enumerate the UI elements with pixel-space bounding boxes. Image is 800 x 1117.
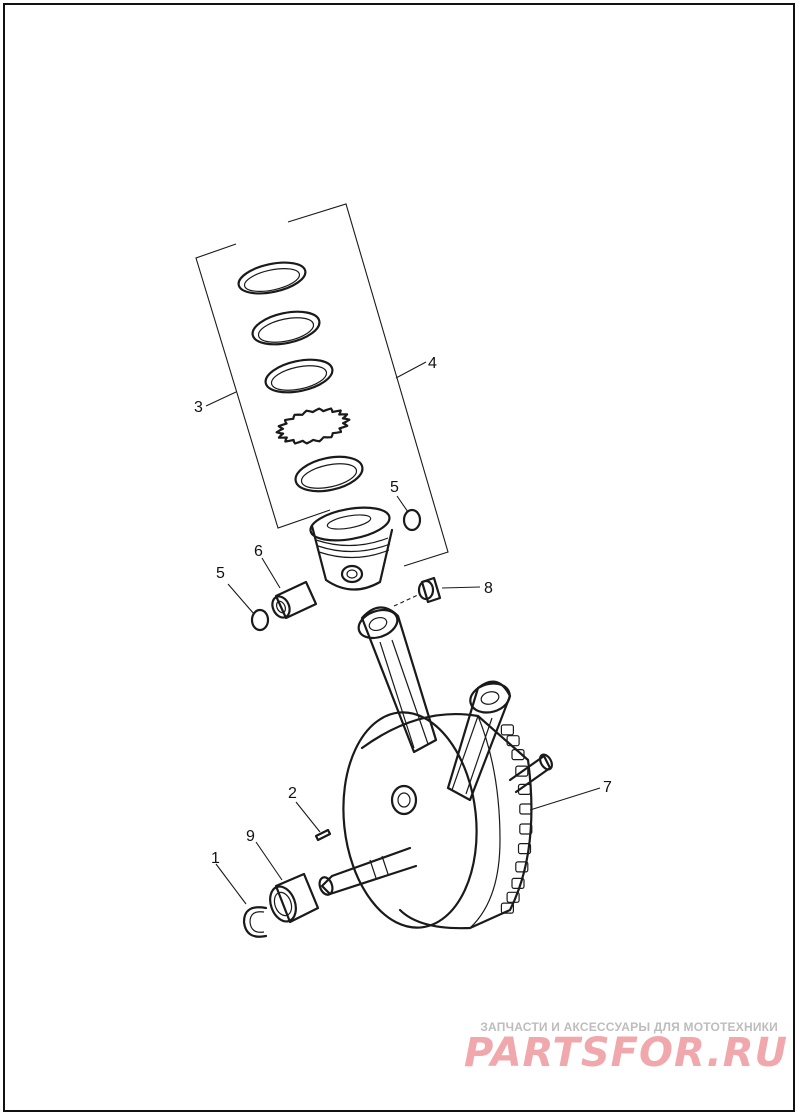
flywheel-fin	[519, 823, 533, 835]
piston-pin-clip-right	[402, 508, 422, 532]
callout-9: 9	[246, 828, 255, 845]
woodruff-key	[314, 828, 332, 842]
piston-ring-4	[294, 455, 364, 493]
callout-1: 1	[211, 850, 220, 867]
connecting-rod-bushing	[417, 576, 442, 604]
callout-2: 2	[288, 785, 297, 802]
callout-5-right: 5	[390, 479, 399, 496]
watermark-tagline: ЗАПЧАСТИ И АКСЕССУАРЫ ДЛЯ МОТОТЕХНИКИ	[480, 1020, 778, 1034]
watermark-logo: PARTSFOR.RU	[463, 1030, 788, 1076]
diagram-frame	[3, 3, 795, 1112]
ring-set-bracket	[195, 203, 449, 567]
flywheel-fin	[511, 877, 525, 890]
piston	[309, 506, 394, 591]
connecting-rod-rear	[446, 680, 512, 802]
piston-ring-2	[251, 310, 321, 346]
flywheel-fin	[511, 748, 525, 761]
flywheel-fin	[515, 861, 529, 873]
main-bearing	[269, 872, 320, 924]
oil-ring-expander	[275, 407, 351, 445]
flywheel-fin	[506, 735, 520, 747]
callout-3: 3	[194, 399, 203, 416]
flywheel-fin	[519, 803, 533, 815]
callout-6: 6	[254, 543, 263, 560]
callout-4: 4	[428, 355, 437, 372]
flywheel-fin	[517, 842, 532, 855]
piston-ring-3	[264, 358, 334, 394]
callout-labels: 1 2 3 4 5 5 6 7 8 9	[194, 355, 612, 867]
retaining-ring	[242, 906, 268, 938]
piston-ring-1	[237, 261, 307, 295]
callout-8: 8	[484, 580, 493, 597]
flywheel-fin	[500, 902, 514, 914]
piston-pin-clip-left	[250, 608, 270, 632]
flywheel-fins	[500, 724, 533, 914]
connecting-rod-front	[357, 606, 438, 754]
flywheel-fin	[506, 891, 520, 903]
flywheel-fin	[515, 765, 529, 777]
piston-pin	[271, 580, 318, 620]
callout-7: 7	[603, 779, 612, 796]
leader-lines	[205, 361, 601, 905]
callout-5-left: 5	[216, 565, 225, 582]
flywheel-fin	[500, 724, 514, 736]
